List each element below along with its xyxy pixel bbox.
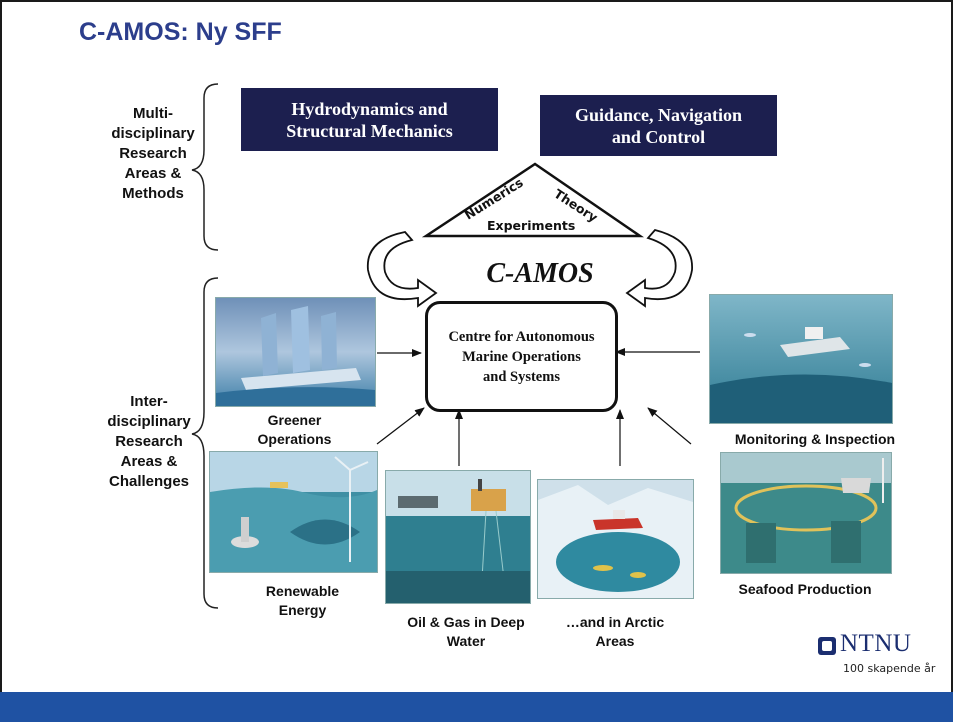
slide-frame-left bbox=[0, 0, 2, 692]
arrow-seafood bbox=[647, 407, 692, 445]
method-triangle bbox=[421, 162, 645, 238]
slide-frame-right bbox=[951, 0, 953, 692]
multi-disciplinary-label: Multi- disciplinary Research Areas & Met… bbox=[111, 105, 195, 202]
curved-arrow-right bbox=[625, 228, 693, 308]
centre-box: Centre for Autonomous Marine Operations … bbox=[425, 301, 618, 412]
seafood-production-image bbox=[720, 452, 892, 574]
renewable-energy-image bbox=[209, 451, 378, 573]
monitoring-inspection-caption: Monitoring & Inspection bbox=[734, 431, 896, 447]
inter-disciplinary-label: Inter- disciplinary Research Areas & Cha… bbox=[107, 393, 191, 490]
brace-multi bbox=[191, 83, 219, 251]
arrow-renewable bbox=[376, 407, 425, 445]
ntnu-logo-icon bbox=[818, 637, 836, 655]
oil-gas-caption: Oil & Gas in Deep Water bbox=[407, 614, 525, 649]
logo-tagline: 100 skapende år bbox=[843, 662, 936, 675]
triangle-experiments: Experiments bbox=[487, 218, 575, 233]
curved-arrow-left bbox=[366, 231, 438, 308]
renewable-energy-caption: Renewable Energy bbox=[265, 583, 340, 618]
camos-title: C-AMOS bbox=[486, 258, 594, 289]
oil-gas-deep-water-image bbox=[385, 470, 531, 604]
greener-operations-image bbox=[215, 297, 376, 407]
seafood-production-caption: Seafood Production bbox=[738, 581, 872, 597]
ntnu-logo: NTNU 100 skapende år bbox=[818, 630, 948, 684]
brace-inter bbox=[191, 277, 219, 609]
slide-title: C-AMOS: Ny SFF bbox=[79, 18, 282, 46]
guidance-navigation-box: Guidance, Navigation and Control bbox=[540, 95, 777, 156]
greener-operations-caption: Greener Operations bbox=[257, 412, 332, 447]
monitoring-inspection-image bbox=[709, 294, 893, 424]
logo-name: NTNU bbox=[840, 630, 912, 657]
hydrodynamics-box: Hydrodynamics and Structural Mechanics bbox=[241, 88, 498, 151]
arctic-areas-caption: …and in Arctic Areas bbox=[565, 614, 665, 649]
slide-frame-top bbox=[0, 0, 953, 2]
footer-bar bbox=[0, 692, 953, 722]
arctic-areas-image bbox=[537, 479, 694, 599]
